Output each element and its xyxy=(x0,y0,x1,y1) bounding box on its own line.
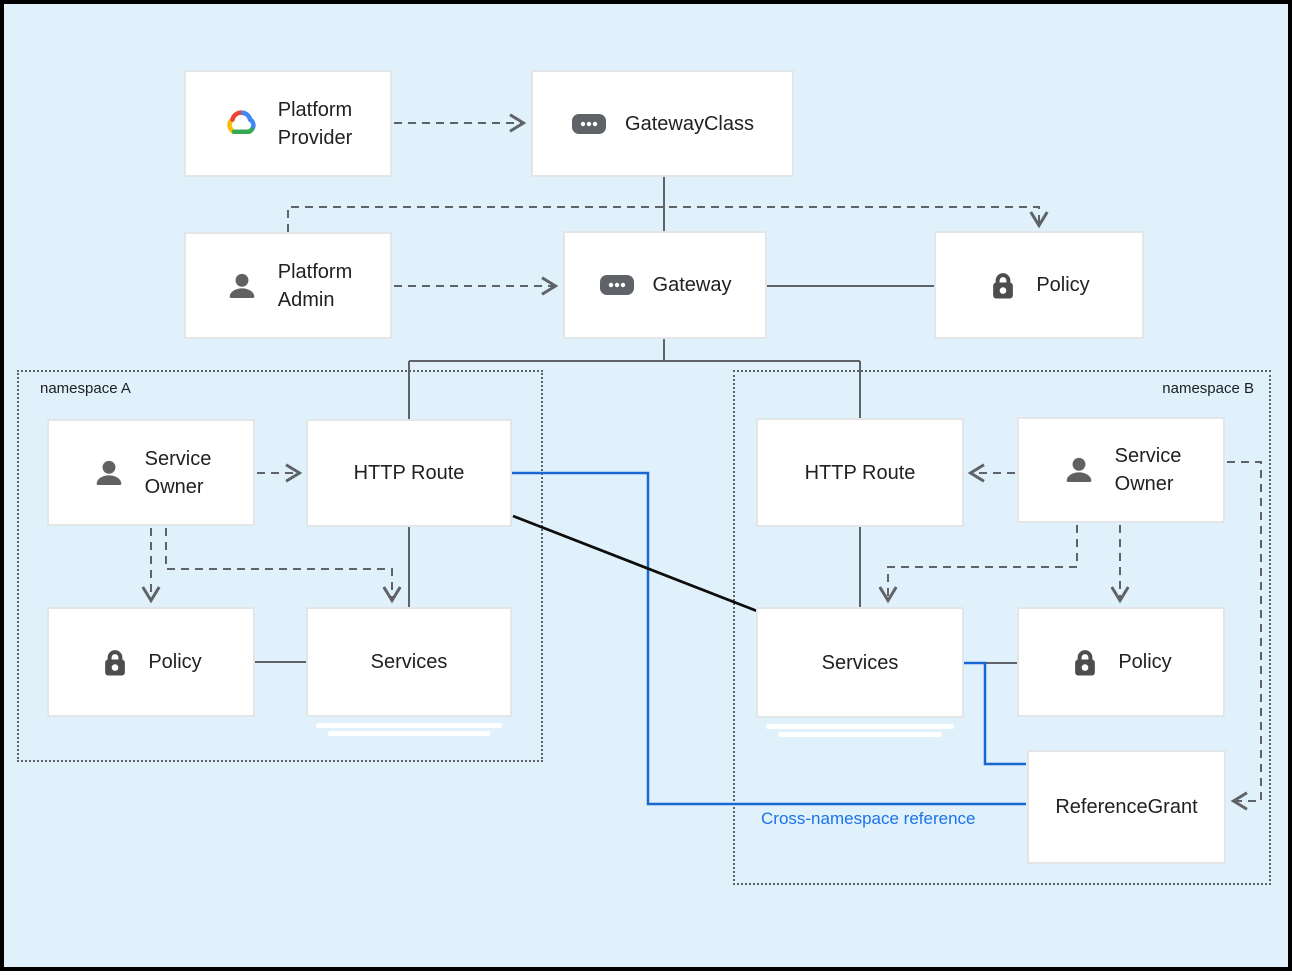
node-label: Service Owner xyxy=(1114,445,1182,495)
gateway-icon xyxy=(571,113,607,135)
node-label: Platform Provider xyxy=(277,98,353,149)
node-label: ReferenceGrant xyxy=(1055,796,1198,818)
node-platform-provider: Platform Provider xyxy=(184,70,392,177)
person-icon xyxy=(91,455,127,491)
node-policy-top: Policy xyxy=(934,231,1144,339)
node-reference-grant: ReferenceGrant xyxy=(1027,750,1226,864)
node-service-owner-b: Service Owner xyxy=(1017,417,1225,523)
services-a-stack-1 xyxy=(316,723,502,728)
node-label: Policy xyxy=(1118,651,1172,673)
gateway-icon xyxy=(599,274,635,296)
person-icon xyxy=(224,268,260,304)
node-label: Policy xyxy=(1036,274,1090,296)
node-label: HTTP Route xyxy=(804,461,916,484)
cross-namespace-reference-label: Cross-namespace reference xyxy=(761,809,976,828)
namespace-a-label: namespace A xyxy=(40,380,131,397)
namespace-b-label: namespace B xyxy=(1162,380,1254,397)
node-label: Policy xyxy=(148,651,202,673)
node-http-route-a: HTTP Route xyxy=(306,419,512,527)
node-services-b: Services xyxy=(756,607,964,718)
node-gateway-class: GatewayClass xyxy=(531,70,794,177)
services-b-stack-1 xyxy=(766,724,954,729)
node-services-a: Services xyxy=(306,607,512,717)
person-icon xyxy=(1061,452,1097,488)
node-platform-admin: Platform Admin xyxy=(184,232,392,339)
node-label: Services xyxy=(821,651,899,674)
direct-reference-line xyxy=(512,514,758,613)
services-b-stack-2 xyxy=(778,732,942,737)
node-label: Services xyxy=(370,651,448,673)
node-label: Gateway xyxy=(652,274,732,296)
node-service-owner-a: Service Owner xyxy=(47,419,255,526)
node-label: GatewayClass xyxy=(625,112,754,135)
node-http-route-b: HTTP Route xyxy=(756,418,964,527)
node-label: Platform Admin xyxy=(277,260,353,311)
services-a-stack-2 xyxy=(328,731,490,736)
google-cloud-icon xyxy=(224,106,260,142)
node-policy-a: Policy xyxy=(47,607,255,717)
node-label: Service Owner xyxy=(144,447,212,498)
lock-icon xyxy=(988,269,1018,301)
lock-icon xyxy=(1070,646,1100,678)
lock-icon xyxy=(100,646,130,678)
node-policy-b: Policy xyxy=(1017,607,1225,717)
node-gateway: Gateway xyxy=(563,231,767,339)
node-label: HTTP Route xyxy=(353,462,465,484)
